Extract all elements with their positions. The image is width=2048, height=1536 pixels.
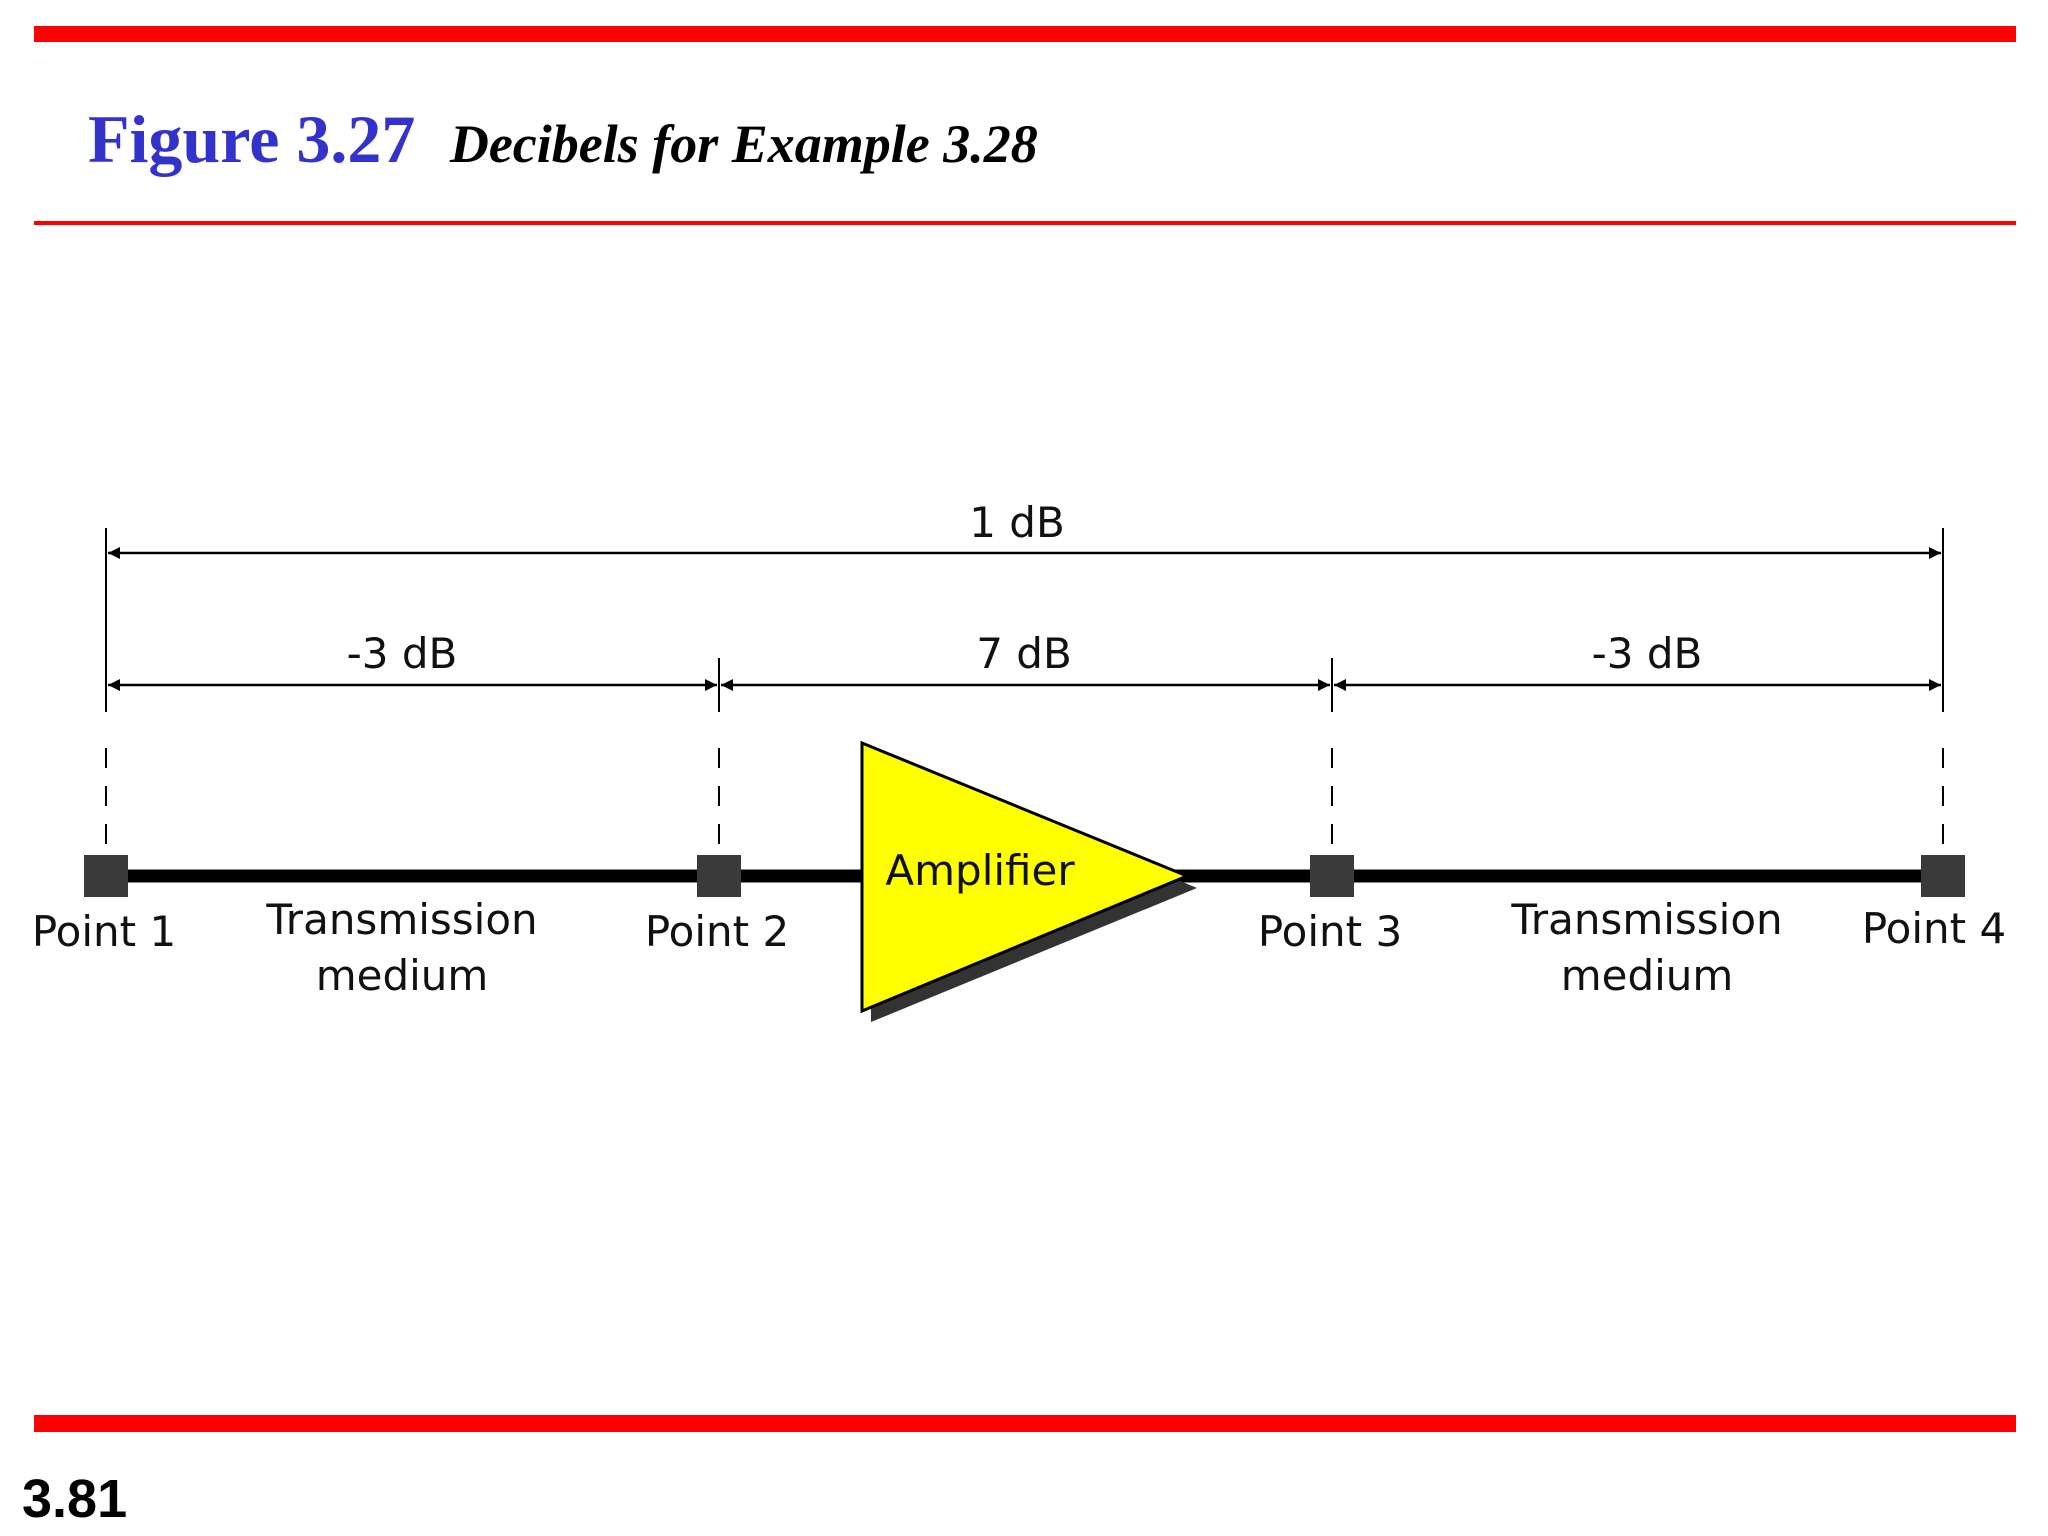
bottom-red-rule	[34, 1415, 2016, 1432]
medium-2-label-line2: medium	[1561, 951, 1734, 1000]
page-number: 3.81	[22, 1469, 128, 1529]
extension-lines	[105, 528, 1944, 712]
figure-number: Figure 3.27	[88, 101, 416, 177]
figure-title: Figure 3.27 Decibels for Example 3.28	[88, 100, 1038, 179]
dashed-guides	[105, 748, 1944, 852]
point-1-marker	[84, 855, 128, 897]
medium-1-label-line2: medium	[316, 951, 489, 1000]
segment-2-gain-label: 7 dB	[976, 629, 1072, 678]
medium-1-label-line1: Transmission	[265, 895, 537, 944]
point-1-label: Point 1	[32, 907, 176, 956]
overall-gain-label: 1 dB	[969, 498, 1065, 547]
amplifier-triangle	[860, 740, 1191, 1014]
segment-1-gain-label: -3 dB	[347, 629, 458, 678]
point-2-marker	[697, 855, 741, 897]
point-4-label: Point 4	[1862, 904, 2006, 953]
amplifier-label: Amplifier	[885, 846, 1075, 895]
title-underline-rule	[34, 221, 2016, 225]
point-3-label: Point 3	[1258, 907, 1402, 956]
point-3-marker	[1310, 855, 1354, 897]
medium-2-label-line1: Transmission	[1510, 895, 1782, 944]
top-red-rule	[34, 26, 2016, 42]
point-4-marker	[1921, 855, 1965, 897]
segment-3-gain-label: -3 dB	[1592, 629, 1703, 678]
figure-caption: Decibels for Example 3.28	[449, 114, 1038, 174]
point-2-label: Point 2	[645, 907, 789, 956]
